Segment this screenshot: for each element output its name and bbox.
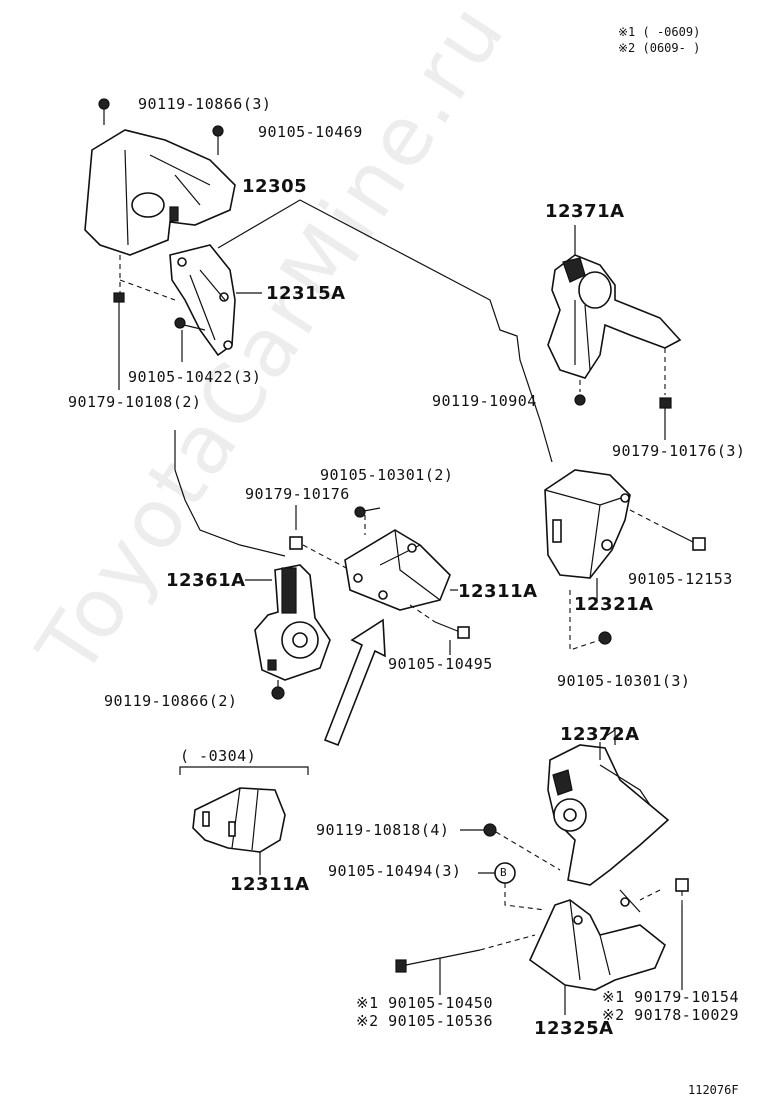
label-90179-10108: 90179-10108(2) [68,393,202,411]
label-90105-10495: 90105-10495 [388,655,493,673]
bolt-90105-10422 [174,317,206,362]
nut-90179-10176-right [659,397,672,409]
bolt-90105-10450 [395,949,481,973]
label-12311A-low: 12311A [230,874,310,895]
label-12315A: 12315A [266,283,346,304]
label-90179-10176: 90179-10176 [245,485,350,503]
label-90119-10866-2: 90119-10866(2) [104,692,238,710]
bracket-12321A [544,469,631,579]
nut-90179-10176-mid [289,536,303,550]
label-90119-10904: 90119-10904 [432,392,537,410]
range-bracket [179,766,309,775]
bolt-90105-10469 [212,125,224,155]
label-90179-10176-3: 90179-10176(3) [612,442,746,460]
label-90179-10154: ※1 90179-10154 [602,988,739,1006]
engine-mount-12371A [547,254,682,379]
bracket-12315A [169,244,236,357]
label-90105-10422: 90105-10422(3) [128,368,262,386]
bolt-90119-10866-low [271,680,285,700]
bolt-90119-10818 [460,823,497,837]
label-12305: 12305 [242,176,308,197]
bolt-90105-10495 [434,621,470,639]
label-90119-10818: 90119-10818(4) [316,821,450,839]
label-90178-10029: ※2 90178-10029 [602,1006,739,1024]
bolt-90119-10866-top [98,98,110,125]
label-90105-10450: ※1 90105-10450 [356,994,493,1012]
figure-code: 112076F [688,1083,739,1097]
bolt-90105-10301-right [598,631,612,645]
bracket-12325A [528,889,666,991]
engine-mount-12305 [84,129,236,256]
label-12311A-mid: 12311A [458,581,538,602]
legend-note-2: ※2 (0609- ) [618,41,701,55]
bolt-90105-10301-mid [354,506,381,518]
legend-note-1: ※1 ( -0609) [618,25,701,39]
label-12361A: 12361A [166,570,246,591]
label-range-0304: ( -0304) [180,747,257,765]
label-90105-10301-3: 90105-10301(3) [557,672,691,690]
leader-line-left [174,430,286,557]
label-12371A: 12371A [545,201,625,222]
label-12321A: 12321A [574,594,654,615]
nut-90179-10154 [675,878,689,892]
label-12325A: 12325A [534,1018,614,1039]
leader-line-engine [217,199,553,463]
bolt-90119-10904 [574,394,586,406]
bolt-90105-12153 [664,527,706,551]
label-90119-10866-top: 90119-10866(3) [138,95,272,113]
nut-90179-10108 [113,292,125,303]
engine-mount-12372A [547,728,670,886]
label-b-marker: B [500,866,508,879]
label-90105-12153: 90105-12153 [628,570,733,588]
label-12372A: 12372A [560,724,640,745]
label-90105-10301-2: 90105-10301(2) [320,466,454,484]
bracket-12311A-low [192,787,286,853]
bracket-12311A-mid [344,529,451,611]
label-90105-10469: 90105-10469 [258,123,363,141]
direction-arrow [323,618,386,747]
label-90105-10494: 90105-10494(3) [328,862,462,880]
label-90105-10536: ※2 90105-10536 [356,1012,493,1030]
engine-mount-12361A [254,564,331,681]
